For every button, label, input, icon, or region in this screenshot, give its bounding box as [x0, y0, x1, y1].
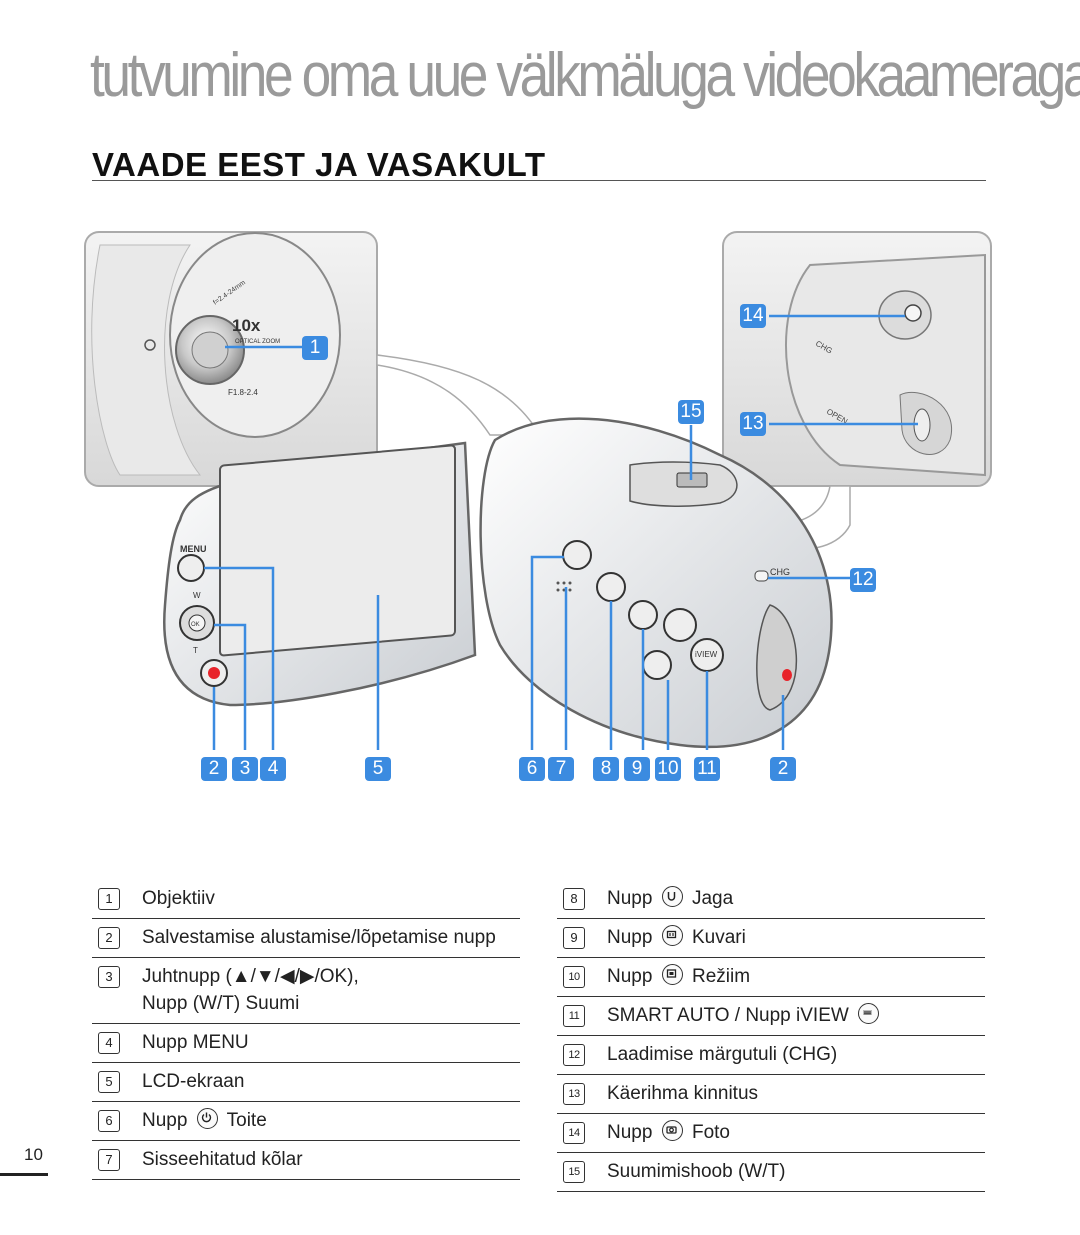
- item-number: 3: [98, 966, 120, 988]
- list-item: 1 Objektiiv: [92, 880, 520, 919]
- item-label: iVIEW: [796, 1005, 849, 1026]
- callout-11: 11: [694, 757, 720, 781]
- item-label: Laadimise märgutuli (CHG): [607, 1044, 838, 1065]
- item-number: 15: [563, 1161, 585, 1183]
- w-text: W: [193, 591, 201, 600]
- list-item: 9 Nupp Kuvari: [557, 919, 985, 958]
- iview-text: iVIEW: [695, 650, 718, 659]
- list-item: 11 SMART AUTO / Nupp iVIEW: [557, 997, 985, 1036]
- list-item: 3 Juhtnupp (▲/▼/◀/▶/OK), Nupp (W/T) Suum…: [92, 958, 520, 1024]
- smart-auto-icon: [858, 1003, 880, 1024]
- item-number: 14: [563, 1122, 585, 1144]
- lens-zoom-text: 10x: [232, 316, 261, 335]
- optical-zoom-text: OPTICAL ZOOM: [235, 339, 280, 345]
- item-number: 5: [98, 1071, 120, 1093]
- mode-icon: [661, 964, 683, 985]
- item-label: Kuvari: [691, 927, 746, 948]
- item-number: 12: [563, 1044, 585, 1066]
- callout-13: 13: [740, 412, 766, 436]
- camera-diagram: 10x OPTICAL ZOOM F1.8-2.4 f=2.4-24mm CHG…: [80, 225, 1000, 795]
- callout-3: 3: [232, 757, 258, 781]
- callout-1: 1: [302, 336, 328, 360]
- chapter-title: tutvumine oma uue välkmäluga videokaamer…: [90, 41, 1080, 110]
- share-icon: [661, 886, 683, 907]
- callout-lines: [204, 425, 850, 750]
- list-item: 8 Nupp Jaga: [557, 880, 985, 919]
- item-number: 4: [98, 1032, 120, 1054]
- ok-text: OK: [191, 622, 200, 628]
- camera-illustration: 10x OPTICAL ZOOM F1.8-2.4 f=2.4-24mm CHG…: [84, 231, 992, 750]
- list-item: 7 Sisseehitatud kõlar: [92, 1141, 520, 1180]
- item-prefix: Nupp: [607, 927, 653, 948]
- callout-9: 9: [624, 757, 650, 781]
- item-label: LCD-ekraan: [142, 1071, 245, 1092]
- item-label: Nupp MENU: [142, 1032, 249, 1053]
- item-number: 10: [563, 966, 585, 988]
- t-text: T: [193, 646, 198, 655]
- item-number: 6: [98, 1110, 120, 1132]
- callout-15: 15: [678, 400, 704, 424]
- lcd-panel: MENU OK W T: [163, 441, 477, 707]
- side-view-inset: CHG OPEN: [722, 231, 992, 487]
- menu-text: MENU: [180, 544, 207, 554]
- aperture-text: F1.8-2.4: [228, 388, 258, 397]
- list-item: 12 Laadimise märgutuli (CHG): [557, 1036, 985, 1075]
- item-number: 1: [98, 888, 120, 910]
- item-label: Režiim: [691, 966, 751, 987]
- chg-front-text: CHG: [770, 567, 790, 577]
- callout-2: 2: [201, 757, 227, 781]
- item-label-secondary: Nupp (W/T) Suumi: [142, 993, 300, 1014]
- item-label: Suumimishoob (W/T): [607, 1161, 786, 1182]
- list-item: 2 Salvestamise alustamise/lõpetamise nup…: [92, 919, 520, 958]
- power-icon: [196, 1108, 218, 1129]
- callout-10: 10: [655, 757, 681, 781]
- item-number: 11: [563, 1005, 585, 1027]
- section-title: VAADE EEST JA VASAKULT: [92, 146, 546, 183]
- list-item: 4 Nupp MENU: [92, 1024, 520, 1063]
- callout-2-right: 2: [770, 757, 796, 781]
- callout-8: 8: [593, 757, 619, 781]
- item-number: 9: [563, 927, 585, 949]
- item-number: 2: [98, 927, 120, 949]
- item-label: Toite: [226, 1110, 267, 1131]
- callout-4: 4: [260, 757, 286, 781]
- item-prefix: Nupp: [607, 888, 653, 909]
- callout-12: 12: [850, 568, 876, 592]
- list-item: 10 Nupp Režiim: [557, 958, 985, 997]
- page-rule: [0, 1173, 48, 1176]
- callout-7: 7: [548, 757, 574, 781]
- callout-6: 6: [519, 757, 545, 781]
- item-label: Salvestamise alustamise/lõpetamise nupp: [142, 927, 496, 948]
- list-item: 15 Suumimishoob (W/T): [557, 1153, 985, 1192]
- photo-icon: [661, 1120, 683, 1141]
- item-label: Objektiiv: [142, 888, 215, 909]
- item-prefix: Nupp: [607, 1122, 653, 1143]
- item-prefix: Nupp: [607, 966, 653, 987]
- item-number: 8: [563, 888, 585, 910]
- callout-14: 14: [740, 304, 766, 328]
- item-label: Sisseehitatud kõlar: [142, 1149, 303, 1170]
- list-item: 14 Nupp Foto: [557, 1114, 985, 1153]
- item-number: 13: [563, 1083, 585, 1105]
- item-number: 7: [98, 1149, 120, 1171]
- display-icon: [661, 925, 683, 946]
- item-label: Foto: [691, 1122, 731, 1143]
- title-rule: [92, 180, 986, 181]
- item-label: Käerihma kinnitus: [607, 1083, 759, 1104]
- camera-main-body: CHG iVIEW: [479, 417, 833, 749]
- callout-5: 5: [365, 757, 391, 781]
- page-number: 10: [24, 1145, 43, 1164]
- item-prefix: Nupp: [142, 1110, 188, 1131]
- item-prefix: SMART AUTO / Nupp: [607, 1005, 791, 1026]
- lens-closeup-inset: 10x OPTICAL ZOOM F1.8-2.4 f=2.4-24mm: [84, 231, 378, 487]
- item-label: Juhtnupp (▲/▼/◀/▶/OK),: [142, 966, 359, 987]
- list-item: 13 Käerihma kinnitus: [557, 1075, 985, 1114]
- parts-list-right: 8 Nupp Jaga 9 Nupp Kuvari 10 Nupp Režiim…: [557, 880, 985, 1192]
- list-item: 5 LCD-ekraan: [92, 1063, 520, 1102]
- item-label: Jaga: [691, 888, 734, 909]
- list-item: 6 Nupp Toite: [92, 1102, 520, 1141]
- parts-list-left: 1 Objektiiv 2 Salvestamise alustamise/lõ…: [92, 880, 520, 1180]
